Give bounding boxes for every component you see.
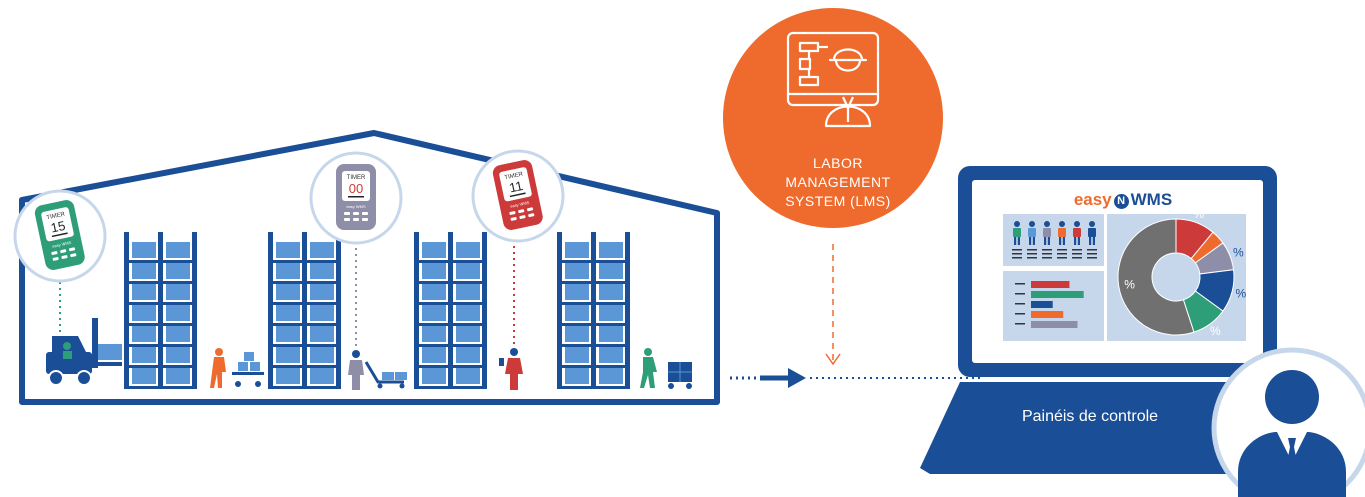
worker-figure [1042,221,1052,259]
brand-right: WMS [1130,190,1173,209]
timer-brand: easy WMS [510,200,530,209]
donut-slice [1117,218,1195,336]
lms-line-3: SYSTEM (LMS) [785,193,891,209]
worker-figure [1012,221,1022,259]
worker-orange-cart-icon [210,348,264,388]
worker-green-trolley-icon [640,348,692,389]
bar [1031,291,1084,298]
donut-percent-label: % [1236,287,1247,301]
timer-value: 00 [349,181,363,196]
rack [414,232,487,389]
worker-figure [1072,221,1082,259]
lms-line-1: LABOR [813,155,863,171]
horizontal-bar-chart [1015,281,1084,328]
bar-tick [1015,293,1025,295]
bar-tick [1015,283,1025,285]
worker-red-scanner-icon [499,348,523,390]
timer-label: TIMER [46,211,66,221]
timer-value: 15 [49,218,66,236]
rack [268,232,341,389]
rack [124,232,197,389]
timer-brand: easy WMS [52,240,72,249]
brand-mark: N [1113,194,1129,209]
laptop-base [920,382,1310,474]
flow-arrow-head [788,368,806,388]
donut-percent-label: % [1124,277,1135,291]
timer-label: TIMER [347,175,366,181]
donut-chart: %%%%% [1117,207,1247,338]
forklift-icon [46,318,122,386]
worker-figure [1057,221,1067,259]
user-avatar-icon [1238,370,1346,497]
lms-line-2: MANAGEMENT [785,174,891,190]
bar [1031,321,1078,328]
timer-brand: easy WMS [346,204,366,209]
worker-figure [1087,221,1097,259]
bar [1031,301,1053,308]
worker-purple-pallet-icon [348,350,407,390]
bar [1031,281,1070,288]
donut-percent-label: % [1210,324,1221,338]
worker-figures [1012,221,1097,259]
timer-label: TIMER [504,171,524,181]
bar [1031,311,1064,318]
lms-label: LABOR MANAGEMENT SYSTEM (LMS) [738,154,938,211]
lms-connector-arrowhead [825,353,841,366]
brand-left: easy [1073,190,1112,209]
worker-figure [1027,221,1037,259]
bar-tick [1015,303,1025,305]
bar-tick [1015,323,1025,325]
dashboard-label: Painéis de controle [1021,408,1159,425]
donut-percent-label: % [1233,245,1244,259]
lms-operator-icon [786,31,880,128]
donut-percent-label: % [1193,207,1204,221]
bar-tick [1015,313,1025,315]
timer-value: 11 [508,178,524,195]
rack [557,232,630,389]
lms-circle [723,8,943,228]
warehouse-racks [124,232,630,389]
